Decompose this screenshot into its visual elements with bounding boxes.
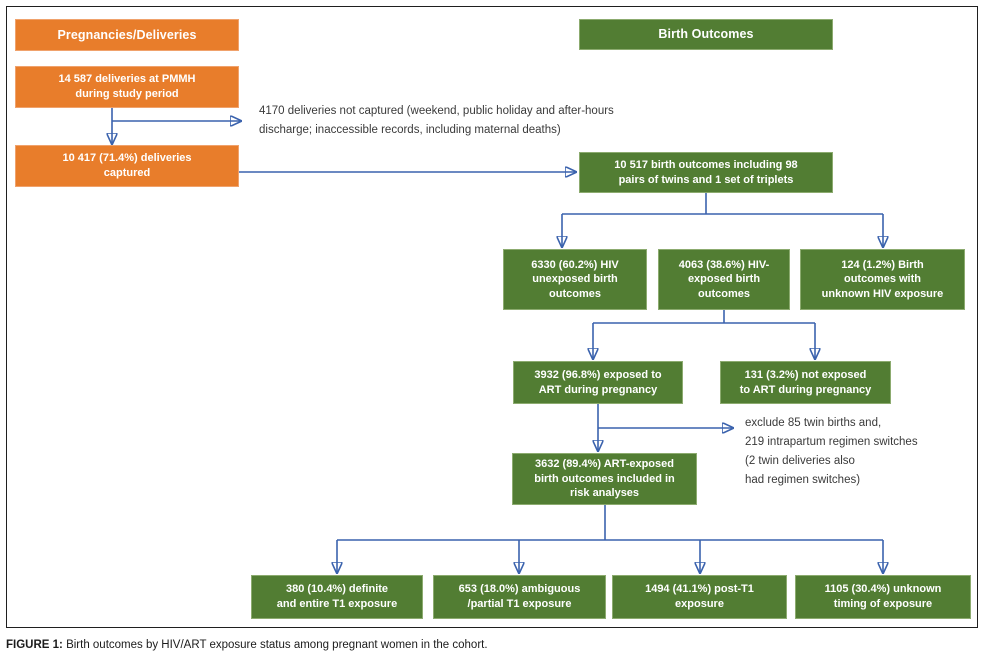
box-art-exposed: 3932 (96.8%) exposed to ART during pregn… bbox=[513, 361, 683, 404]
box-ambiguous-t1-exposure: 653 (18.0%) ambiguous /partial T1 exposu… bbox=[433, 575, 606, 619]
box-unknown-hiv-exposure: 124 (1.2%) Birth outcomes with unknown H… bbox=[800, 249, 965, 310]
box-definite-t1-exposure: 380 (10.4%) definite and entire T1 expos… bbox=[251, 575, 423, 619]
note-not-captured: 4170 deliveries not captured (weekend, p… bbox=[259, 105, 614, 136]
figure-caption-label: FIGURE 1: bbox=[6, 639, 63, 651]
figure-caption-text: Birth outcomes by HIV/ART exposure statu… bbox=[62, 639, 488, 651]
figure-border bbox=[6, 6, 978, 628]
box-not-art-exposed: 131 (3.2%) not exposed to ART during pre… bbox=[720, 361, 891, 404]
box-post-t1-exposure: 1494 (41.1%) post-T1 exposure bbox=[612, 575, 787, 619]
column-header-pregnancies: Pregnancies/Deliveries bbox=[15, 19, 239, 51]
box-unknown-timing: 1105 (30.4%) unknown timing of exposure bbox=[795, 575, 971, 619]
column-header-birth-outcomes: Birth Outcomes bbox=[579, 19, 833, 50]
box-total-deliveries: 14 587 deliveries at PMMH during study p… bbox=[15, 66, 239, 108]
note-exclusions: exclude 85 twin births and, 219 intrapar… bbox=[745, 417, 918, 486]
box-hiv-unexposed: 6330 (60.2%) HIV unexposed birth outcome… bbox=[503, 249, 647, 310]
box-risk-analyses: 3632 (89.4%) ART-exposed birth outcomes … bbox=[512, 453, 697, 505]
figure-caption: FIGURE 1: Birth outcomes by HIV/ART expo… bbox=[6, 638, 966, 653]
box-captured-deliveries: 10 417 (71.4%) deliveries captured bbox=[15, 145, 239, 187]
box-birth-outcomes-total: 10 517 birth outcomes including 98 pairs… bbox=[579, 152, 833, 193]
box-hiv-exposed: 4063 (38.6%) HIV- exposed birth outcomes bbox=[658, 249, 790, 310]
